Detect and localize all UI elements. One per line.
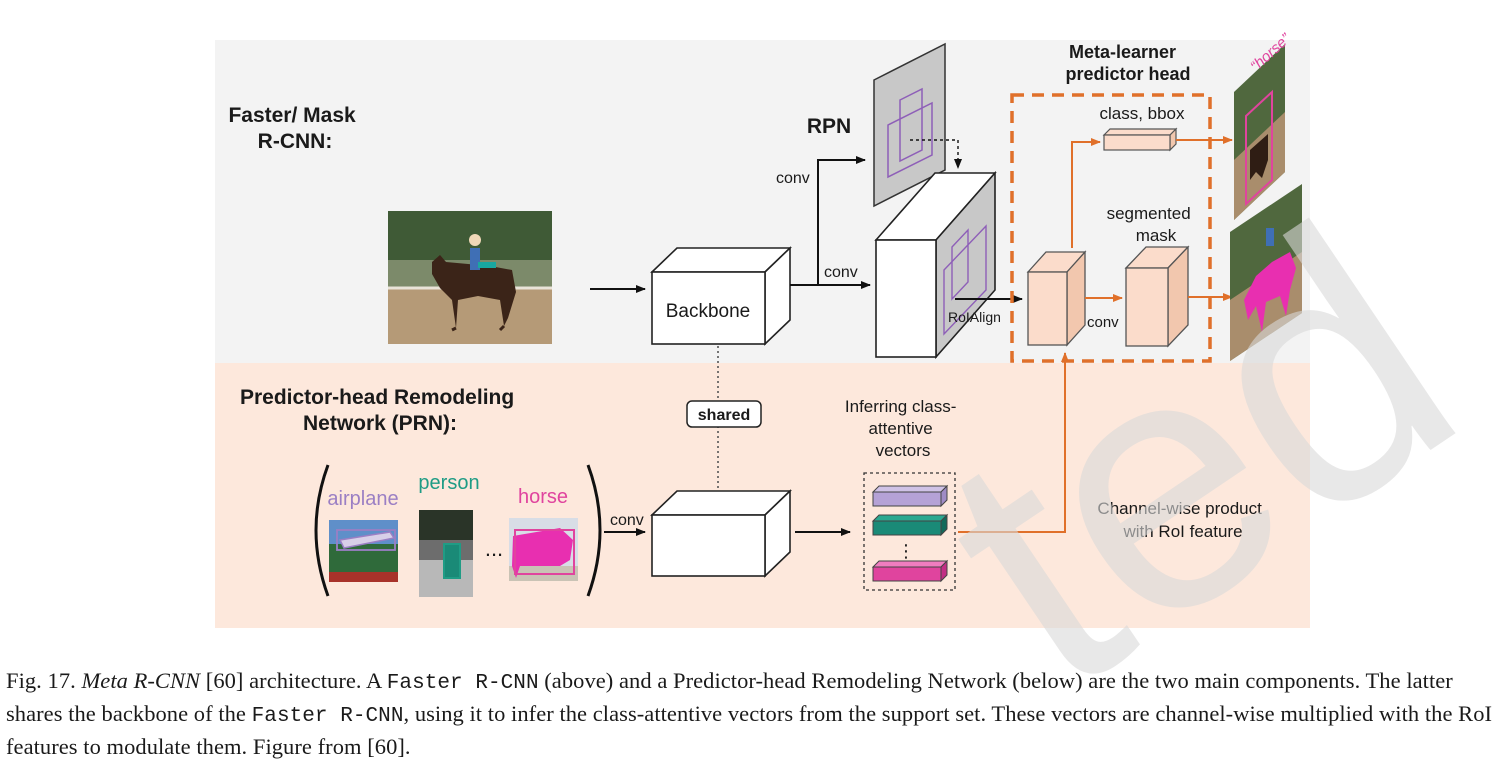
caption-faster-rcnn: Faster R-CNN	[386, 672, 539, 695]
conv-label-prn: conv	[610, 512, 644, 529]
meta-rcnn-diagram: Faster/ Mask R-CNN: Predictor-head Remod…	[215, 30, 1310, 628]
caption-part1: [60] architecture. A	[200, 668, 387, 693]
caption-meta-rcnn: Meta R-CNN	[81, 668, 201, 693]
vector-teal	[871, 513, 949, 537]
arrow-rpn-to-feature	[910, 139, 962, 169]
segmented-mask-label: segmented mask	[1107, 204, 1196, 245]
support-person-photo	[419, 510, 473, 597]
support-bracket-left	[314, 464, 330, 597]
backbone-label: Backbone	[666, 301, 751, 322]
vectors-vertical-ellipsis: ⋮	[897, 541, 915, 561]
caption-fig-label: Fig. 17.	[6, 668, 76, 693]
class-bbox-block	[1102, 127, 1178, 152]
support-ellipsis: ...	[485, 536, 503, 561]
conv-label-rpn: conv	[776, 170, 810, 187]
shared-label: shared	[698, 407, 750, 424]
inferring-label: Inferring class- attentive vectors	[845, 397, 961, 460]
arrow-roi-to-class	[1071, 138, 1101, 248]
support-label-person: person	[418, 472, 479, 494]
caption-faster-rcnn-2: Faster R-CNN	[251, 705, 404, 728]
support-airplane-photo	[329, 520, 398, 582]
caption-part2: (above) and a Predictor-head Remodeling …	[6, 668, 1453, 726]
roialign-label: RoIAlign	[948, 309, 1001, 325]
vector-purple	[871, 484, 949, 508]
rpn-label: RPN	[807, 115, 851, 138]
caption-part3: , using it to infer the class-attentive …	[6, 701, 1493, 759]
roi-feature-block	[1026, 250, 1087, 347]
support-horse-photo	[509, 518, 578, 581]
meta-learner-head-box	[1010, 93, 1212, 363]
channel-product-label: Channel-wise product with RoI feature	[1097, 499, 1266, 541]
output-mask-image	[1230, 184, 1302, 361]
figure-caption: Fig. 17. Meta R-CNN [60] architecture. A…	[6, 666, 1496, 762]
arrow-backbone-to-rpn	[790, 156, 866, 286]
meta-head-title: Meta-learner predictor head	[1065, 42, 1190, 84]
conv-label-mask: conv	[1087, 314, 1119, 331]
mask-block	[1124, 245, 1190, 348]
class-bbox-label: class, bbox	[1099, 104, 1185, 123]
backbone-block	[650, 246, 792, 346]
conv-label-feature: conv	[824, 264, 858, 281]
support-bracket-right	[586, 464, 602, 597]
output-bbox-image	[1234, 44, 1285, 220]
top-section-title: Faster/ Mask R-CNN:	[228, 104, 361, 153]
prn-backbone-block	[650, 489, 792, 578]
shared-badge	[686, 400, 762, 428]
arrow-vectors-to-roi	[958, 352, 1069, 533]
rpn-plane	[873, 42, 946, 208]
bottom-section-title: Predictor-head Remodeling Network (PRN):	[240, 386, 520, 435]
support-label-horse: horse	[518, 486, 568, 508]
vectors-dashed-box	[863, 472, 956, 591]
vector-pink	[871, 559, 949, 583]
feature-map-block	[874, 170, 997, 360]
support-label-airplane: airplane	[327, 488, 398, 510]
input-horse-photo	[388, 211, 552, 344]
